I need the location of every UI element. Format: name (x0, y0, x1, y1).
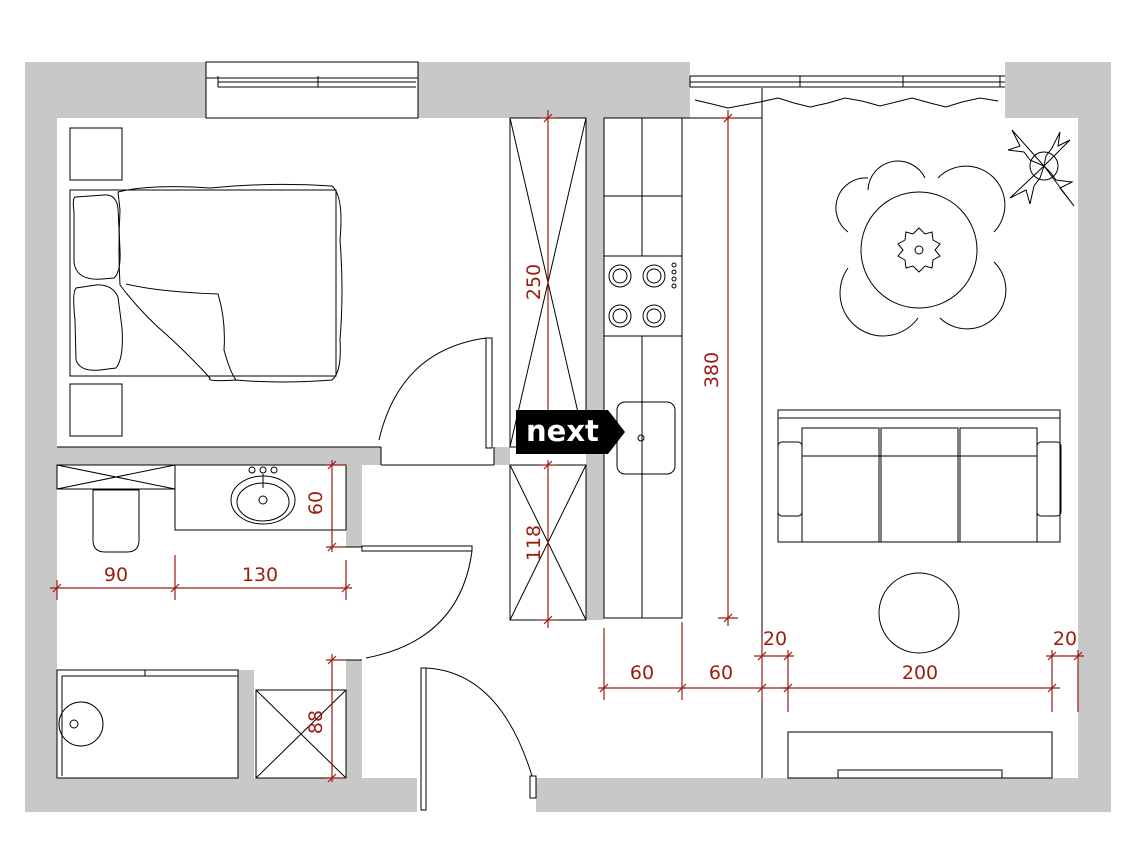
vanity (174, 464, 347, 531)
tv-unit (787, 731, 1053, 779)
stove-icon (603, 255, 683, 337)
dim-closet-88: 88 (305, 710, 327, 734)
dim-wardrobe-118: 118 (523, 525, 545, 561)
next-button-shape (516, 410, 625, 454)
bath-shelf (56, 464, 176, 490)
dim-toilet-90: 90 (104, 564, 128, 586)
next-button[interactable]: next (516, 410, 626, 454)
dim-gap-20-left: 20 (763, 628, 787, 650)
dim-gap-20-right: 20 (1053, 628, 1077, 650)
window-bedroom (205, 61, 419, 119)
dim-kitchen-380: 380 (701, 352, 723, 388)
bedroom-door (378, 337, 493, 449)
double-bed (69, 183, 343, 383)
window-living (689, 62, 1005, 118)
next-button-label: next (526, 414, 599, 448)
toilet (92, 489, 140, 553)
nightstand-bottom (69, 383, 123, 437)
closet-88 (255, 689, 347, 779)
walls (25, 62, 1111, 812)
sofa (777, 409, 1062, 543)
entry-door (420, 667, 537, 811)
dim-counter-60-left: 60 (630, 662, 654, 684)
kitchen-counter-border (604, 117, 762, 619)
dim-counter-60-right: 60 (709, 662, 733, 684)
shower (56, 669, 239, 779)
nightstand-top (69, 127, 123, 181)
dim-living-200: 200 (902, 662, 938, 684)
plant-icon (1007, 129, 1075, 207)
bathroom-door (361, 545, 473, 659)
dim-wardrobe-250: 250 (523, 264, 545, 300)
dimension-lines (50, 110, 1084, 782)
kitchen-counter (603, 117, 683, 619)
partitions (57, 88, 763, 778)
dim-vanity-60: 60 (305, 491, 327, 515)
coffee-table (878, 572, 960, 654)
dining-table (835, 160, 1007, 337)
curtain (694, 97, 999, 109)
dim-vanity-130: 130 (242, 564, 278, 586)
